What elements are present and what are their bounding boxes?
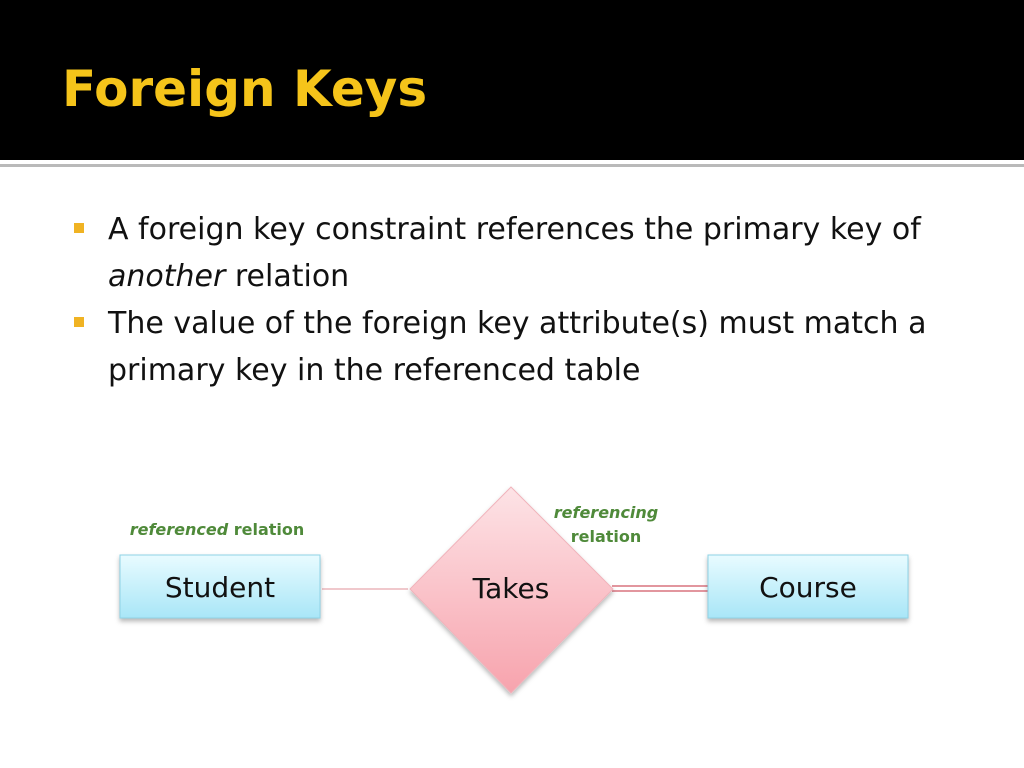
bullet-1-text-after: relation [225,259,350,294]
referenced-rest: relation [228,520,304,539]
referenced-relation-label: referenced relation [130,520,305,539]
bullet-item-1: A foreign key constraint references the … [72,206,992,300]
relationship-takes-label: Takes [472,572,550,605]
bullet-1-text-before: A foreign key constraint references the … [108,212,921,247]
slide-title: Foreign Keys [62,60,428,118]
divider-white [0,160,1024,164]
entity-course-label: Course [759,571,857,604]
entity-course: Course [707,554,909,619]
relationship-takes: Takes [409,486,614,694]
entity-student-label: Student [165,571,275,604]
relationship-takes-diamond [409,486,614,694]
referencing-label-line1: referencing [554,503,659,522]
referencing-label-line2: relation [571,527,642,546]
bullet-2-text: The value of the foreign key attribute(s… [108,306,927,388]
entity-course-box [707,554,909,619]
title-bar: Foreign Keys [0,0,1024,160]
entity-student: Student [119,554,321,619]
bullet-1-emphasis: another [108,259,226,294]
bullet-item-2: The value of the foreign key attribute(s… [72,300,992,394]
square-bullet-icon [74,223,84,233]
square-bullet-icon [74,317,84,327]
divider-gray [0,164,1024,167]
bullet-list: A foreign key constraint references the … [72,206,992,394]
referenced-emphasis: referenced [130,520,229,539]
entity-student-box [119,554,321,619]
